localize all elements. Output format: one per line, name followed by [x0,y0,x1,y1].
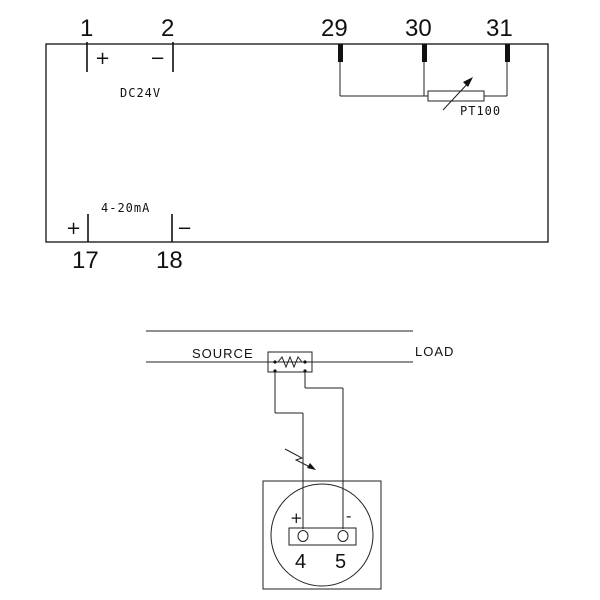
terminal-17-polarity: + [66,218,81,239]
terminal-31-pin [505,44,510,62]
terminal-4-number: 4 [295,551,306,573]
terminal-18-polarity: − [177,218,192,239]
loop-diagram: SOURCE LOAD + - 4 5 [146,330,454,590]
transmitter-block: 1 2 + − DC24V 29 30 31 PT100 + − 4-20mA [45,15,549,274]
terminal-30-number: 30 [405,15,432,42]
resistor-zigzag-icon [277,355,303,369]
terminal-30-pin [422,44,427,62]
power-label: DC24V [120,86,161,100]
terminal-4-screw [297,530,309,542]
rtd-label: PT100 [460,104,501,118]
field-device-housing [262,480,382,590]
load-label: LOAD [415,344,454,359]
terminal-2-polarity: − [150,48,165,69]
terminal-17-number: 17 [72,247,99,274]
transmitter-housing [45,43,549,243]
output-label: 4-20mA [101,201,150,215]
terminal-18-number: 18 [156,247,183,274]
terminal-29-pin [338,44,343,62]
field-device-face [270,483,374,587]
source-label: SOURCE [192,346,254,361]
device-minus-sign: - [346,507,351,525]
device-plus-sign: + [290,509,303,527]
terminal-1-number: 1 [80,15,93,42]
rtd-wiring [339,62,508,111]
terminal-5-screw [337,530,349,542]
terminal-1-polarity: + [95,48,110,69]
terminal-5-number: 5 [335,551,346,573]
terminal-strip [288,527,357,546]
terminal-2-number: 2 [161,15,174,42]
terminal-29-number: 29 [321,15,348,42]
signal-arrow-icon [284,448,315,470]
loop-resistor-box [267,351,313,373]
terminal-31-number: 31 [486,15,513,42]
pt100-resistor [427,90,485,102]
arrow-head [463,77,473,87]
